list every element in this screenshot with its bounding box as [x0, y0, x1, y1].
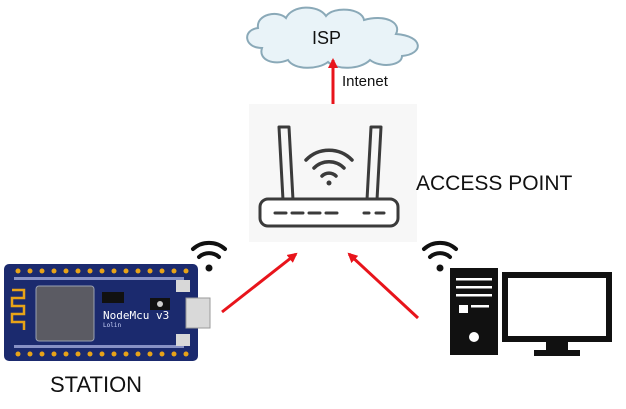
- isp-label: ISP: [312, 28, 342, 48]
- cloud-icon: [246, 6, 419, 69]
- nodemcu-board-icon: [4, 264, 211, 361]
- station-label: STATION: [50, 372, 143, 397]
- station-link-arrow: [221, 252, 298, 314]
- wifi-signal-icon: [304, 148, 354, 186]
- wifi-signal-icon: [191, 240, 227, 272]
- client-link-arrow: [347, 252, 420, 320]
- internet-link-label: Intenet: [342, 73, 388, 90]
- board-brand-label: NodeMcu v3: [103, 309, 170, 322]
- access-point-label: ACCESS POINT: [416, 172, 573, 195]
- board-vendor-label: Lolin: [103, 322, 122, 329]
- desktop-computer-icon: [450, 268, 612, 356]
- wifi-router-icon: [249, 104, 417, 242]
- wifi-signal-icon: [422, 240, 458, 272]
